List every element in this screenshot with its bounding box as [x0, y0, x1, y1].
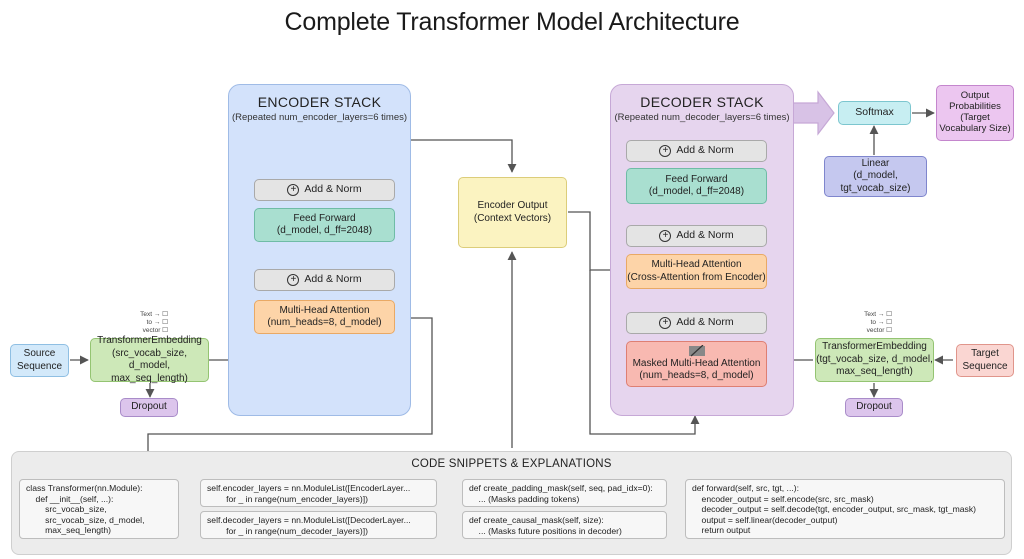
linear-l2: (d_model,	[853, 170, 898, 182]
src-embedding-params2: max_seq_length)	[111, 372, 188, 384]
dropout-right: Dropout	[845, 398, 903, 417]
decoder-cross-name: Multi-Head Attention	[651, 259, 742, 270]
tgt-embedding-name: TransformerEmbedding	[822, 341, 927, 353]
code-class-transformer: class Transformer(nn.Module): def __init…	[19, 479, 179, 539]
target-line1: Target	[971, 348, 999, 359]
plus-circle-icon: +	[659, 145, 672, 157]
decoder-to-softmax-arrow	[791, 90, 835, 136]
decoder-masked-params: (num_heads=8, d_model)	[639, 370, 754, 381]
encoder-output-params: (Context Vectors)	[473, 212, 552, 224]
linear-layer: Linear (d_model, tgt_vocab_size)	[824, 156, 927, 197]
encoder-mha-name: Multi-Head Attention	[279, 304, 370, 316]
tgt-embedding-params2: max_seq_length)	[836, 366, 913, 378]
code-panel-title: CODE SNIPPETS & EXPLANATIONS	[411, 458, 612, 470]
decoder-ff-params: (d_model, d_ff=2048)	[648, 186, 745, 197]
output-l1: Output	[960, 90, 990, 102]
encoder-add-norm-bottom-label: Add & Norm	[304, 273, 362, 286]
tgt-embedding-params1: (tgt_vocab_size, d_model,	[816, 353, 933, 365]
dropout-left: Dropout	[120, 398, 178, 417]
plus-circle-icon: +	[659, 230, 672, 242]
decoder-stack-subtitle: (Repeated num_decoder_layers=6 times)	[614, 112, 790, 123]
decoder-cross-attention: Multi-Head Attention (Cross-Attention fr…	[626, 254, 767, 289]
encoder-add-norm-top: + Add & Norm	[254, 179, 395, 201]
code-padding-mask: def create_padding_mask(self, seq, pad_i…	[462, 479, 667, 507]
encoder-multi-head-attention: Multi-Head Attention (num_heads=8, d_mod…	[254, 300, 395, 334]
encoder-stack-subtitle: (Repeated num_encoder_layers=6 times)	[231, 112, 408, 123]
plus-circle-icon: +	[287, 274, 300, 286]
arrow-code-to-decoder	[589, 270, 700, 435]
encoder-add-norm-bottom: + Add & Norm	[254, 269, 395, 291]
code-encoder-layers: self.encoder_layers = nn.ModuleList([Enc…	[200, 479, 437, 507]
arrow-output-to-cross-attention	[568, 211, 621, 275]
encoder-mha-params: (num_heads=8, d_model)	[267, 317, 382, 328]
decoder-add-norm-1-label: Add & Norm	[676, 144, 734, 157]
legend-left-l1: Text	[140, 311, 153, 318]
encoder-output: Encoder Output (Context Vectors)	[458, 177, 567, 248]
target-line2: Sequence	[962, 360, 1008, 372]
encoder-ff-params: (d_model, d_ff=2048)	[276, 225, 373, 236]
output-l3: (Target	[960, 112, 990, 123]
plus-circle-icon: +	[287, 184, 300, 196]
src-transformer-embedding: TransformerEmbedding (src_vocab_size, d_…	[90, 335, 209, 384]
decoder-add-norm-1: + Add & Norm	[626, 140, 767, 162]
source-line2: Sequence	[16, 360, 63, 372]
output-l4: Vocabulary Size)	[939, 122, 1011, 134]
encoder-add-norm-top-label: Add & Norm	[304, 183, 362, 196]
legend-right-l2: to	[870, 319, 877, 326]
legend-left-l3: vector	[142, 327, 161, 334]
decoder-add-norm-2-label: Add & Norm	[676, 229, 734, 242]
code-causal-mask: def create_causal_mask(self, size): ... …	[462, 511, 667, 539]
code-decoder-layers: self.decoder_layers = nn.ModuleList([Dec…	[200, 511, 437, 539]
linear-l1: Linear	[861, 157, 890, 169]
encoder-feed-forward: Feed Forward (d_model, d_ff=2048)	[254, 208, 395, 242]
decoder-add-norm-3: + Add & Norm	[626, 312, 767, 334]
arrow-encoder-to-code	[143, 317, 433, 475]
legend-right-l3: vector	[866, 327, 885, 334]
source-sequence: Source Sequence	[10, 344, 69, 377]
decoder-cross-params: (Cross-Attention from Encoder)	[627, 271, 766, 283]
output-l2: Probabilities	[949, 101, 1001, 113]
encoder-output-name: Encoder Output	[477, 200, 548, 211]
softmax: Softmax	[838, 101, 911, 125]
decoder-feed-forward: Feed Forward (d_model, d_ff=2048)	[626, 168, 767, 204]
decoder-masked-name: Masked Multi-Head Attention	[632, 357, 761, 369]
plus-circle-icon: +	[659, 317, 672, 329]
source-line1: Source	[23, 348, 56, 359]
decoder-ff-name: Feed Forward	[665, 173, 728, 185]
decoder-add-norm-2: + Add & Norm	[626, 225, 767, 247]
legend-right-l1: Text	[864, 311, 877, 318]
text-to-vector-legend-right: Text → ☐ to → ☐ vector ☐	[864, 311, 892, 334]
decoder-add-norm-3-label: Add & Norm	[676, 316, 734, 329]
src-embedding-params1: (src_vocab_size, d_model,	[111, 347, 188, 372]
encoder-stack-title: ENCODER STACK	[257, 94, 382, 110]
legend-left-l2: to	[146, 319, 153, 326]
src-embedding-name: TransformerEmbedding	[97, 335, 202, 346]
encoder-ff-name: Feed Forward	[293, 212, 356, 224]
output-probabilities: Output Probabilities (Target Vocabulary …	[936, 85, 1014, 141]
decoder-stack-title: DECODER STACK	[640, 94, 764, 110]
text-to-vector-legend-left: Text → ☐ to → ☐ vector ☐	[140, 311, 168, 334]
target-sequence: Target Sequence	[956, 344, 1014, 377]
decoder-masked-attention: Masked Multi-Head Attention (num_heads=8…	[626, 341, 767, 387]
page-title: Complete Transformer Model Architecture	[284, 8, 740, 36]
linear-l3: tgt_vocab_size)	[840, 182, 911, 194]
encoder-stack: ENCODER STACK (Repeated num_encoder_laye…	[228, 84, 411, 416]
code-forward: def forward(self, src, tgt, ...): encode…	[685, 479, 1005, 539]
mask-icon	[688, 344, 705, 356]
tgt-transformer-embedding: TransformerEmbedding (tgt_vocab_size, d_…	[815, 338, 934, 382]
